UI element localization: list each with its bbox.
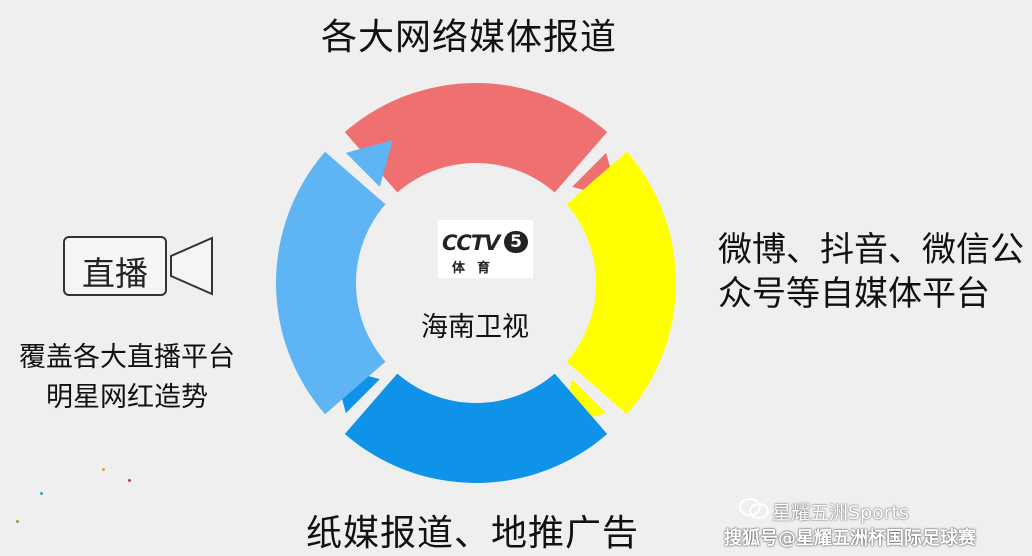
sohu-watermark: 搜狐号@星耀五洲杯国际足球赛 (724, 528, 976, 549)
left-label-line-2: 明星网红造势 (46, 382, 208, 413)
wechat-icon (739, 498, 769, 519)
left-label-line-1: 覆盖各大直播平台 (19, 342, 235, 373)
bottom-segment-label: 纸媒报道、地推广告 (306, 513, 640, 554)
ring-segment-top (344, 83, 608, 193)
confetti-dot (102, 468, 105, 471)
ring-arrow-left (345, 140, 393, 187)
top-segment-label: 各大网络媒体报道 (321, 17, 618, 58)
right-segment-label: 微博、抖音、微信公众号等自媒体平台 (718, 230, 1024, 314)
live-stream-box: 直播 (63, 236, 167, 296)
ring-segment-bottom (344, 373, 608, 483)
logo-subtitle: 体育 (452, 261, 503, 276)
logo-brand: CCTV (442, 231, 500, 255)
logo-channel: 5 (504, 231, 528, 253)
confetti-dot (40, 492, 43, 495)
center-label: 海南卫视 (421, 312, 529, 343)
confetti-dot (128, 479, 131, 482)
ring-segment-right (566, 151, 676, 415)
cctv5-logo: CCTV 5 体育 (438, 220, 533, 278)
camera-icon (170, 236, 213, 296)
wechat-watermark: 星耀五洲Sports (772, 502, 909, 524)
live-stream-label: 直播 (82, 254, 148, 293)
left-segment-label: 覆盖各大直播平台 明星网红造势 (0, 338, 254, 418)
confetti-dot (16, 520, 19, 523)
ring-segment-left (276, 151, 386, 415)
